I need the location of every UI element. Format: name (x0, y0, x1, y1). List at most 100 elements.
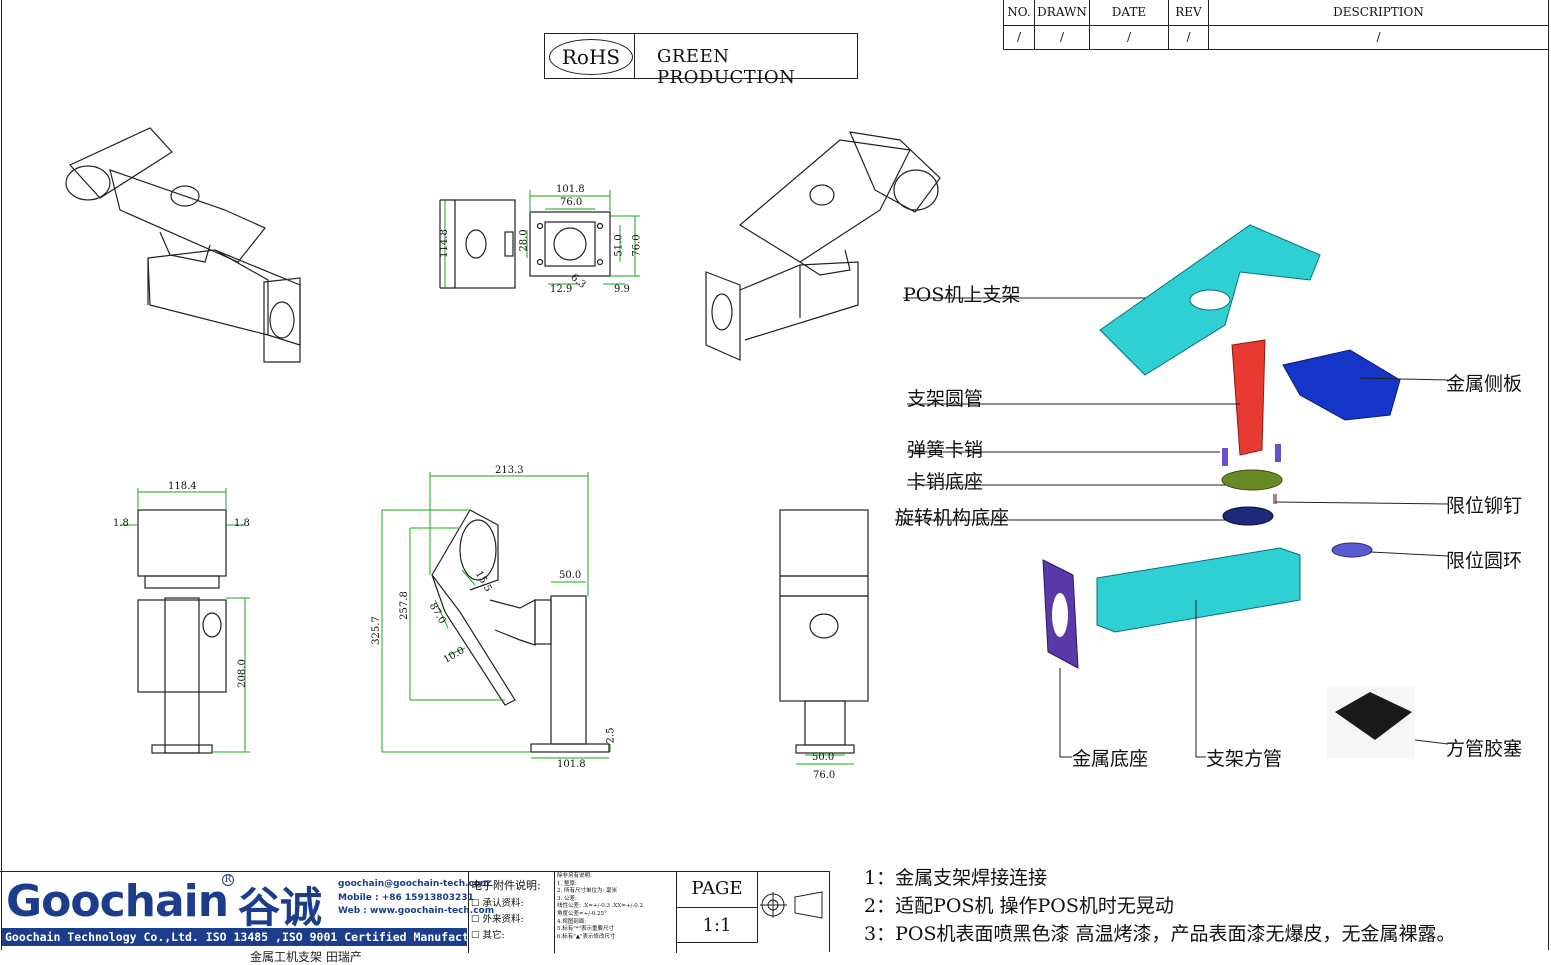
dim-side-50-0: 50.0 (559, 570, 582, 581)
note-line: 1. 整厚: (557, 880, 577, 887)
rev-header-no: NO. (1004, 0, 1035, 25)
round-tube-part (1231, 339, 1266, 456)
side-view-drawing (431, 509, 610, 753)
note-line: 5.标有"*"表示重要尺寸 (557, 926, 615, 933)
rev-header-drawn: DRAWN (1035, 0, 1090, 25)
label-stop-ring: 限位圆环 (1446, 550, 1523, 572)
rev-header-rev: REV (1169, 0, 1209, 25)
dim-front-118-4: 118.4 (168, 481, 197, 492)
attach-item-external: ☐ 外来资料: (471, 914, 524, 925)
page-label: PAGE (677, 872, 758, 908)
top-view-drawing (439, 199, 611, 289)
dim-top-12-9: 12.9 (550, 284, 573, 295)
stop-ring-part (1331, 542, 1373, 558)
attach-item-other: ☐ 其它: (471, 930, 505, 941)
note-line: 2. 所有尺寸单位为: 毫米 (557, 888, 618, 895)
dim-top-114-8: 114.8 (438, 229, 450, 258)
revision-header-row: NO. DRAWN DATE REV DESCRIPTION (1004, 0, 1548, 26)
note-line: 4.视图剖面: (557, 918, 587, 925)
page-block: PAGE 1:1 (676, 872, 830, 953)
square-tube-part (1096, 547, 1301, 633)
dimension-lines (120, 190, 854, 765)
label-rotating-base: 旋转机构底座 (895, 507, 1010, 529)
requirement-2: 2：适配POS机 操作POS机时无晃动 (864, 895, 1174, 917)
dim-front-1-8-left: 1.8 (113, 518, 129, 529)
label-round-tube: 支架圆管 (907, 388, 984, 410)
rev-header-date: DATE (1090, 0, 1169, 25)
note-line: 线性公差: .X=+/-0.3 .XX=+/-0.2 (557, 903, 643, 910)
rev-header-description: DESCRIPTION (1333, 5, 1424, 19)
rear-view-drawing (779, 509, 869, 754)
spring-pin-left (1222, 448, 1228, 466)
rohs-mark: RoHS (549, 39, 633, 75)
note-line: 角度公差=+/-0.25° (557, 910, 607, 917)
rev-value-date: / (1090, 25, 1169, 50)
label-metal-base: 金属底座 (1072, 748, 1149, 770)
dim-side-101-8: 101.8 (557, 759, 586, 770)
brand-cn: 谷诚 (238, 883, 323, 932)
attach-item-approval: ☐ 承认资料: (471, 898, 524, 909)
label-stop-rivet: 限位铆钉 (1446, 495, 1523, 517)
rotating-base-part (1222, 506, 1274, 526)
note-line: 除非另有说明: (557, 873, 592, 879)
dim-top-28-0: 28.0 (518, 229, 530, 252)
brand-en: Goochain (6, 876, 229, 927)
front-view-drawing (137, 509, 227, 754)
rohs-stamp: RoHS GREEN PRODUCTION (544, 33, 858, 88)
dim-rear-76-0: 76.0 (813, 770, 836, 781)
dim-top-76-0: 76.0 (560, 197, 583, 208)
dim-side-2-5: 2.5 (605, 727, 617, 744)
metal-base-hole (1052, 593, 1068, 637)
product-name-cut: 金属工机支架 田瑞产 (250, 950, 362, 964)
label-upper-bracket: POS机上支架 (903, 284, 1021, 306)
tube-plug-part (1335, 692, 1412, 740)
label-side-plate: 金属侧板 (1446, 373, 1523, 395)
dim-front-1-8-right: 1.8 (234, 518, 250, 529)
attachment-notes: 电子附件说明: ☐ 承认资料: ☐ 外来资料: ☐ 其它: (468, 872, 554, 953)
side-plate-part (1282, 349, 1401, 421)
title-block: Goochain R 谷诚 goochain@goochain-tech.com… (0, 871, 830, 964)
dim-front-208-0: 208.0 (236, 659, 248, 688)
green-production-text: GREEN PRODUCTION (657, 46, 796, 88)
rev-value-description: / (1376, 30, 1381, 44)
iso-view-left (65, 127, 301, 363)
dim-top-9-9: 9.9 (614, 284, 630, 295)
iso-view-right (705, 131, 941, 361)
revision-value-row: / / / / / (1004, 25, 1548, 50)
label-square-tube: 支架方管 (1206, 748, 1283, 770)
rohs-divider (634, 34, 635, 78)
scale-value: 1:1 (677, 907, 758, 943)
pin-base-part (1221, 469, 1283, 491)
note-line: 3. 公差: (557, 895, 577, 902)
stop-rivet-part (1273, 494, 1277, 504)
dim-side-257-8: 257.8 (398, 591, 410, 620)
technical-requirements: 1：金属支架焊接连接 2：适配POS机 操作POS机时无晃动 3：POS机表面喷… (864, 864, 1456, 948)
leader-lines (895, 297, 1449, 758)
rev-value-no: / (1004, 25, 1035, 50)
dim-top-76-0b: 76.0 (631, 234, 643, 257)
label-pin-base: 卡销底座 (907, 471, 984, 493)
contact-web: Web : www.goochain-tech.com (338, 906, 495, 916)
dim-side-213-3: 213.3 (495, 465, 524, 476)
contact-info: goochain@goochain-tech.com Mobile : +86 … (338, 878, 494, 919)
general-notes: 除非另有说明: 1. 整厚: 2. 所有尺寸单位为: 毫米 3. 公差: 线性公… (554, 872, 676, 953)
contact-email: goochain@goochain-tech.com (338, 879, 490, 889)
dim-side-325-7: 325.7 (370, 616, 382, 645)
upper-bracket-hole (1189, 289, 1231, 311)
dim-rear-50-0: 50.0 (812, 752, 835, 763)
company-logo: Goochain R 谷诚 (0, 872, 336, 932)
projection-symbol (760, 891, 823, 919)
requirement-1: 1：金属支架焊接连接 (864, 867, 1048, 889)
dim-top-51-0: 51.0 (613, 234, 625, 257)
exploded-view (1042, 224, 1415, 758)
rev-value-rev: / (1169, 25, 1209, 50)
note-line: 6.标有"▲"表示修改尺寸 (557, 933, 616, 940)
registered-mark: R (222, 874, 234, 886)
company-bar: Goochain Technology Co.,Ltd. ISO 13485 ,… (2, 928, 467, 946)
spring-pin-right (1275, 444, 1281, 462)
label-spring-pin: 弹簧卡销 (907, 439, 984, 461)
attach-title: 电子附件说明: (471, 879, 541, 892)
label-tube-plug: 方管胶塞 (1446, 738, 1523, 760)
